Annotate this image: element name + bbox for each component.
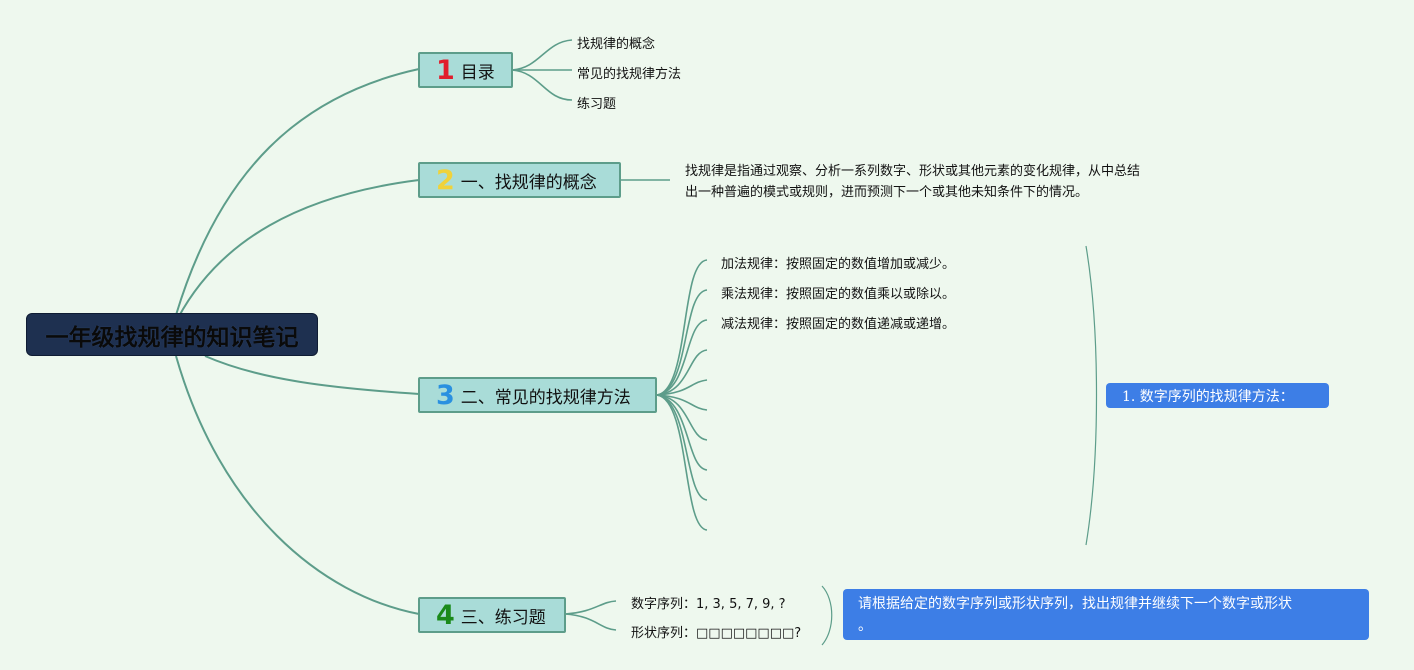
methods-summary-label: 1. 数字序列的找规律方法： <box>1122 389 1294 405</box>
concept-line-1: 找规律是指通过观察、分析一系列数字、形状或其他元素的变化规律，从中总结 <box>685 164 1141 179</box>
summary-brace-methods <box>1085 245 1098 546</box>
topic-exercises-label: 三、练习题 <box>460 607 546 628</box>
methods-summary[interactable]: 1. 数字序列的找规律方法： <box>1106 383 1329 408</box>
edge-root-topic4 <box>175 355 420 615</box>
root-node[interactable]: 一年级找规律的知识笔记 <box>26 313 318 356</box>
method-subtraction[interactable]: 减法规律：按照固定的数值递减或递增。 <box>721 317 956 332</box>
root-label: 一年级找规律的知识笔记 <box>45 324 299 351</box>
number-2-icon: 2 <box>436 164 455 196</box>
exercise-shape-sequence[interactable]: 形状序列：□□□□□□□□? <box>631 626 802 641</box>
number-3-icon: 3 <box>436 379 455 411</box>
exercise-summary-line-1: 请根据给定的数字序列或形状序列，找出规律并继续下一个数字或形状 <box>858 596 1292 612</box>
concept-text[interactable]: 找规律是指通过观察、分析一系列数字、形状或其他元素的变化规律，从中总结 出一种普… <box>685 161 1140 203</box>
edge-method-empty-2 <box>656 379 708 396</box>
toc-item-methods[interactable]: 常见的找规律方法 <box>577 67 682 82</box>
number-1-icon: 1 <box>436 54 455 86</box>
edge-method-1 <box>656 259 708 396</box>
method-addition[interactable]: 加法规律：按照固定的数值增加或减少。 <box>721 257 956 272</box>
topic-concept-label: 一、找规律的概念 <box>460 172 597 193</box>
edge-root-topic1 <box>175 68 420 316</box>
summary-brace-exercises <box>821 585 833 646</box>
concept-line-2: 出一种普遍的模式或规则，进而预测下一个或其他未知条件下的情况。 <box>685 185 1089 200</box>
edge-method-2 <box>656 289 708 396</box>
toc-item-exercises[interactable]: 练习题 <box>577 97 617 112</box>
edge-root-topic3 <box>204 355 420 395</box>
topic-toc-label: 目录 <box>460 62 495 83</box>
exercise-summary-line-2: 。 <box>858 618 872 634</box>
topic-methods-label: 二、常见的找规律方法 <box>460 387 631 408</box>
topic-methods[interactable]: 3 二、常见的找规律方法 <box>418 377 657 413</box>
edge-exercise-1 <box>564 600 617 615</box>
toc-item-concept[interactable]: 找规律的概念 <box>577 37 656 52</box>
edge-method-3 <box>656 319 708 396</box>
number-4-icon: 4 <box>436 599 455 631</box>
edge-method-empty-4 <box>656 394 708 441</box>
exercise-number-sequence[interactable]: 数字序列：1, 3, 5, 7, 9, ? <box>631 597 786 612</box>
topic-toc[interactable]: 1 目录 <box>418 52 513 88</box>
method-multiplication[interactable]: 乘法规律：按照固定的数值乘以或除以。 <box>721 287 956 302</box>
edge-method-empty-7 <box>656 394 708 531</box>
edge-toc-3 <box>511 69 573 101</box>
exercise-summary[interactable]: 请根据给定的数字序列或形状序列，找出规律并继续下一个数字或形状 。 <box>843 589 1369 640</box>
topic-concept[interactable]: 2 一、找规律的概念 <box>418 162 621 198</box>
edge-root-topic2 <box>177 179 420 319</box>
edge-exercise-2 <box>564 613 617 631</box>
edge-toc-1 <box>511 39 573 71</box>
edge-method-empty-1 <box>656 349 708 396</box>
topic-exercises[interactable]: 4 三、练习题 <box>418 597 566 633</box>
